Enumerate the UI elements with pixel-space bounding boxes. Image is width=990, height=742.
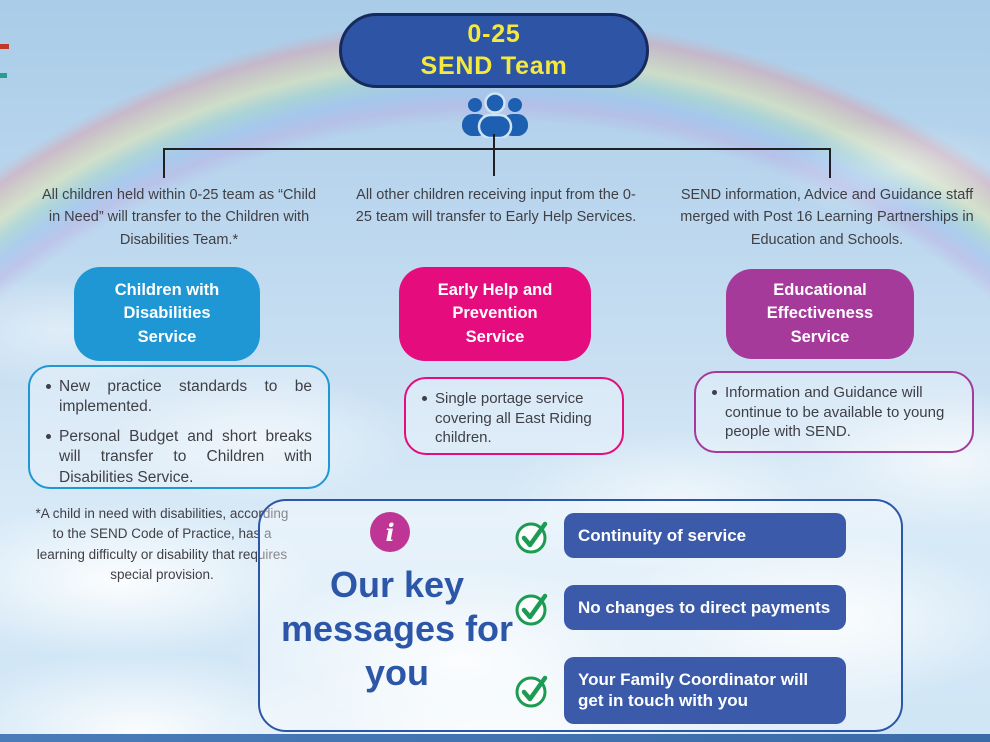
- bullet-dot: [46, 384, 51, 389]
- check-icon: [515, 521, 548, 554]
- bullet-dot: [46, 434, 51, 440]
- service-box-early-help-prevention: Early Help and Prevention Service: [399, 267, 591, 361]
- key-message-row: Continuity of service: [512, 513, 846, 559]
- bullet-dot: [712, 390, 717, 395]
- key-message-item: Continuity of service: [564, 513, 846, 559]
- service-box-children-with-disabilities: Children with Disabilities Service: [74, 267, 260, 361]
- check-icon: [515, 676, 548, 708]
- branch-intro-center: All other children receiving input from …: [355, 187, 637, 226]
- info-icon-glyph: i: [385, 517, 395, 547]
- key-message-row: Your Family Coordinator will get in touc…: [512, 657, 846, 724]
- list-item: Information and Guidance will continue t…: [712, 383, 956, 442]
- notes-box-center: Single portage service covering all East…: [404, 377, 624, 455]
- title-banner: 0-25 SEND Team: [339, 13, 649, 88]
- bullet-text: Personal Budget and short breaks will tr…: [59, 428, 312, 486]
- team-icon: [462, 92, 528, 138]
- bottom-strip: [0, 734, 990, 742]
- connector-right: [829, 148, 831, 178]
- connector-bar: [163, 148, 831, 150]
- bullet-text: Single portage service covering all East…: [435, 390, 592, 446]
- key-message-row: No changes to direct payments: [512, 585, 846, 631]
- notes-box-left: New practice standards to be implemented…: [28, 365, 330, 489]
- footnote: *A child in need with disabilities, acco…: [35, 506, 289, 582]
- key-messages-panel: i Our key messages for you Continuity of…: [258, 499, 903, 732]
- list-item: Single portage service covering all East…: [422, 389, 606, 448]
- info-icon: i: [370, 512, 410, 552]
- notes-box-right: Information and Guidance will continue t…: [694, 371, 974, 453]
- connector-center: [493, 148, 495, 176]
- connector-stub: [493, 134, 495, 150]
- key-message-item: No changes to direct payments: [564, 585, 846, 631]
- branch-intro-left: All children held within 0-25 team as “C…: [41, 187, 317, 248]
- bullet-text: New practice standards to be implemented…: [59, 378, 312, 416]
- key-message-item: Your Family Coordinator will get in touc…: [564, 657, 846, 724]
- list-item: Personal Budget and short breaks will tr…: [46, 427, 312, 487]
- list-item: New practice standards to be implemented…: [46, 377, 312, 417]
- bullet-dot: [422, 396, 427, 401]
- key-messages-heading: Our key messages for you: [280, 564, 514, 693]
- connector-left: [163, 148, 165, 178]
- edge-mark-teal: [0, 73, 7, 78]
- branch-intro-right: SEND information, Advice and Guidance st…: [680, 187, 974, 248]
- bullet-text: Information and Guidance will continue t…: [725, 384, 945, 440]
- service-box-educational-effectiveness: Educational Effectiveness Service: [726, 269, 914, 359]
- check-icon: [515, 593, 548, 626]
- edge-mark-red: [0, 44, 9, 49]
